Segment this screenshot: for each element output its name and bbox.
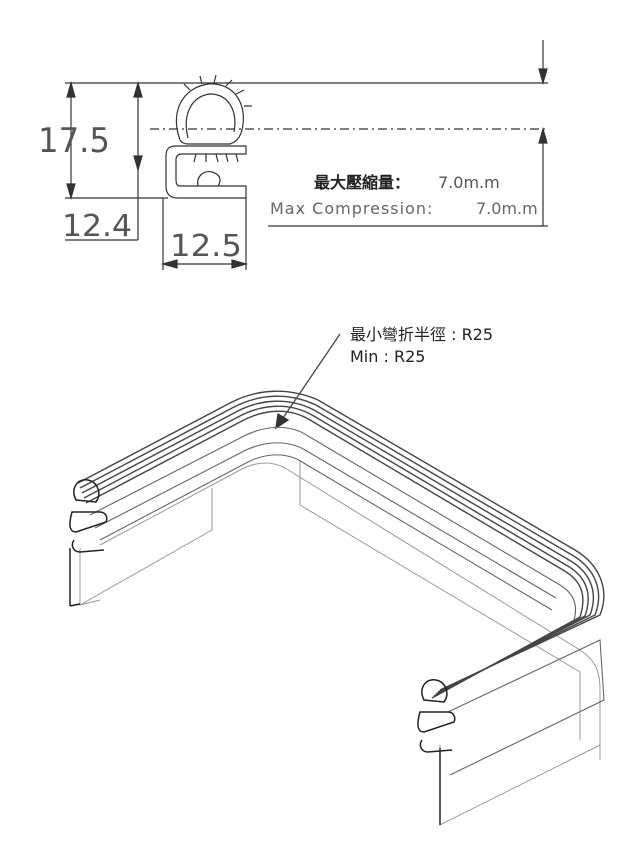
bend-label-zh: 最小彎折半徑 : R25 <box>350 325 493 344</box>
compression-label-en: Max Compression: <box>270 199 433 218</box>
profile-clip <box>165 145 247 199</box>
profile-fingers <box>193 153 239 163</box>
dim-height-label: 17.5 <box>38 121 110 161</box>
arrow-left-12-5 <box>160 259 178 269</box>
left-end-profile <box>69 479 108 607</box>
compression-label-zh: 最大壓縮量： <box>314 173 410 192</box>
profile-bulb-ribs <box>183 74 252 107</box>
dim-width-label: 12.5 <box>170 229 242 264</box>
arrow-down-compression <box>538 68 548 86</box>
bend-label-en: Min : R25 <box>350 347 425 366</box>
seal-body-edges <box>89 426 605 776</box>
arrow-right-12-5 <box>231 259 249 269</box>
channel-panel <box>79 460 601 826</box>
arrow-up-compression <box>538 126 548 144</box>
profile-section <box>65 40 548 270</box>
profile-hook <box>197 171 221 187</box>
right-end-profile <box>417 679 456 825</box>
profile-bulb-inner <box>185 93 236 139</box>
seal-stripes <box>77 390 605 699</box>
compression-value-zh: 7.0m.m <box>438 173 500 192</box>
leader-bend <box>282 333 341 419</box>
dim-base-label: 12.4 <box>62 209 132 244</box>
compression-value-en: 7.0m.m <box>476 199 538 218</box>
profile-bulb <box>175 83 244 145</box>
bent-seal-illustration <box>69 333 605 826</box>
arrow-up-17-5 <box>66 80 76 98</box>
arrow-down-12-4 <box>133 155 143 173</box>
arrow-down-17-5 <box>66 183 76 201</box>
leader-bend-arrow <box>275 412 290 430</box>
arrow-up-12-4 <box>133 80 143 98</box>
